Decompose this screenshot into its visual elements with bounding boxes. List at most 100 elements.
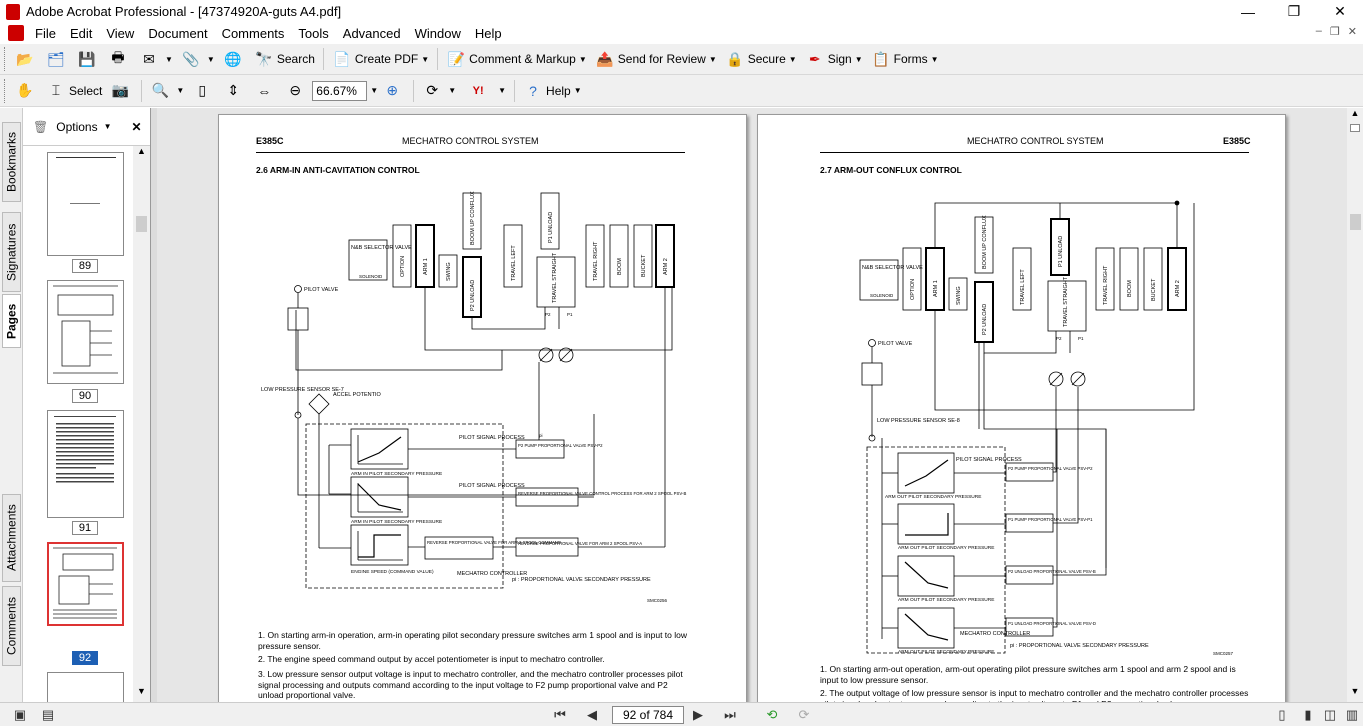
close-button[interactable]: ✕	[1334, 3, 1346, 19]
open-button[interactable]: 📂	[11, 46, 42, 72]
lock-icon: 🔒	[726, 50, 744, 67]
zoom-out-button[interactable]: ⊖	[281, 78, 312, 104]
secure-button[interactable]: 🔒Secure▼	[721, 46, 801, 72]
menu-help[interactable]: Help	[474, 25, 502, 41]
next-page-button[interactable]: ▶	[693, 707, 703, 722]
page-number-label-selected: 92	[72, 651, 98, 665]
scroll-down-icon[interactable]: ▼	[1350, 686, 1360, 696]
previous-view-button[interactable]: ⟲	[766, 707, 778, 722]
previous-page-button[interactable]: ◀	[587, 707, 597, 722]
paragraph-1: 1. On starting arm-out operation, arm-ou…	[820, 664, 1252, 685]
save-button[interactable]: 💾	[73, 46, 104, 72]
send-review-button[interactable]: 📤Send for Review▼	[591, 46, 721, 72]
scroll-thumb[interactable]	[136, 216, 147, 232]
page-number-input[interactable]: 92 of 784	[612, 706, 684, 724]
scroll-up-icon[interactable]: ▲	[137, 146, 146, 156]
last-page-button[interactable]: ⏭	[724, 707, 736, 722]
menu-view[interactable]: View	[106, 25, 135, 41]
page-thumbnail[interactable]	[47, 410, 124, 518]
toolbar-separator	[322, 48, 324, 70]
zoom-dropdown-icon[interactable]: ▼	[370, 86, 379, 95]
output-psv-b: P2 UNLOAD PROPORTIONAL VALVE PSV-B	[1008, 569, 1096, 574]
snapshot-button[interactable]: 📷	[106, 78, 137, 104]
figure-code: SMC0256	[647, 598, 668, 603]
panel-splitter[interactable]	[151, 108, 157, 702]
panel-scrollbar[interactable]: ▲ ▼	[133, 146, 150, 702]
single-page-icon[interactable]: ▯	[1278, 707, 1286, 722]
print-button[interactable]: 🖶	[104, 46, 135, 72]
scroll-thumb[interactable]	[1350, 214, 1361, 230]
page-thumbnail[interactable]	[47, 280, 124, 384]
menu-advanced[interactable]: Advanced	[342, 25, 401, 41]
options-dropdown-icon[interactable]: ▼	[103, 122, 112, 131]
attach-button[interactable]: 📎▼	[177, 46, 219, 72]
create-pdf-button[interactable]: 📄Create PDF▼	[328, 46, 433, 72]
help-label: Help	[546, 83, 571, 98]
tab-pages[interactable]: Pages	[2, 294, 21, 348]
folder-open-icon: 📂	[16, 50, 34, 67]
scroll-down-icon[interactable]: ▼	[137, 686, 146, 696]
doc-close-button[interactable]: ✕	[1347, 26, 1357, 38]
trash-icon[interactable]: 🗑	[33, 119, 49, 134]
tab-signatures[interactable]: Signatures	[2, 212, 21, 292]
menu-edit[interactable]: Edit	[69, 25, 93, 41]
toolbar-grip[interactable]	[4, 78, 8, 103]
menu-tools[interactable]: Tools	[298, 25, 329, 41]
hand-icon: ✋	[16, 82, 34, 98]
first-page-button[interactable]: ⏮	[554, 707, 566, 722]
email-button[interactable]: ✉▼	[135, 46, 177, 72]
doc-restore-button[interactable]: ❐	[1329, 26, 1340, 38]
document-scrollbar[interactable]: ▲ ▼	[1347, 108, 1363, 702]
sign-button[interactable]: ✒Sign▼	[801, 46, 867, 72]
select-tool-button[interactable]: ⌶Select	[42, 78, 106, 104]
zoom-in-button[interactable]: ⊕	[378, 78, 409, 104]
tab-comments[interactable]: Comments	[2, 586, 21, 666]
help-icon: ?	[529, 82, 537, 99]
fit-page-button[interactable]: ⇕	[219, 78, 250, 104]
restore-button[interactable]: ❐	[1287, 3, 1301, 19]
panel-close-button[interactable]: ✕	[131, 119, 142, 134]
document-icon[interactable]	[8, 25, 24, 41]
paragraph-number: 3.	[258, 669, 266, 679]
actual-size-button[interactable]: ▯	[188, 78, 219, 104]
rotate-button[interactable]: ⟳▼	[418, 78, 460, 104]
yahoo-button[interactable]: Y!▼	[460, 78, 510, 104]
hand-tool-button[interactable]: ✋	[11, 78, 42, 104]
search-button[interactable]: 🔭Search	[250, 46, 319, 72]
minimize-button[interactable]: —	[1241, 3, 1255, 20]
menu-document[interactable]: Document	[148, 25, 208, 41]
page-thumbnail-selected[interactable]	[47, 542, 124, 626]
page-thumbnail[interactable]	[47, 672, 124, 702]
document-properties-icon[interactable]: ▤	[41, 707, 55, 722]
web-button[interactable]: 🌐	[219, 46, 250, 72]
toolbar-grip[interactable]	[4, 47, 8, 71]
spool-p2-unload: P2 UNLOAD	[982, 304, 988, 335]
organizer-button[interactable]: 🗂	[42, 46, 73, 72]
split-handle[interactable]	[1350, 124, 1360, 132]
spool-arm1: ARM 1	[933, 280, 939, 297]
facing-icon[interactable]: ◫	[1323, 707, 1337, 722]
zoom-input[interactable]: 66.67%	[312, 80, 368, 101]
menu-window[interactable]: Window	[414, 25, 461, 41]
paragraph-number: 2.	[258, 654, 266, 664]
fit-width-button[interactable]: ⇔	[250, 78, 281, 104]
menu-file[interactable]: File	[35, 25, 56, 41]
scroll-up-icon[interactable]: ▲	[1350, 108, 1360, 118]
zoom-tool-button[interactable]: 🔍▼	[146, 78, 188, 104]
search-label: Search	[276, 52, 315, 66]
page-size-icon[interactable]: ▣	[13, 707, 27, 722]
options-menu[interactable]: Options	[56, 119, 98, 134]
paragraph-text: On starting arm-in operation, arm-in ope…	[258, 630, 688, 651]
next-view-button[interactable]: ⟳	[798, 707, 810, 722]
comment-markup-button[interactable]: 📝Comment & Markup▼	[442, 46, 591, 72]
help-button[interactable]: ?Help▼	[519, 78, 586, 104]
doc-minimize-button[interactable]: –	[1315, 25, 1322, 37]
page-thumbnail[interactable]	[47, 152, 124, 256]
continuous-icon[interactable]: ▮	[1304, 707, 1312, 722]
page-number-label: 89	[72, 259, 98, 273]
forms-button[interactable]: 📋Forms▼	[867, 46, 943, 72]
tab-attachments[interactable]: Attachments	[2, 494, 21, 582]
continuous-facing-icon[interactable]: ▥	[1345, 707, 1359, 722]
menu-comments[interactable]: Comments	[221, 25, 285, 41]
tab-bookmarks[interactable]: Bookmarks	[2, 122, 21, 202]
